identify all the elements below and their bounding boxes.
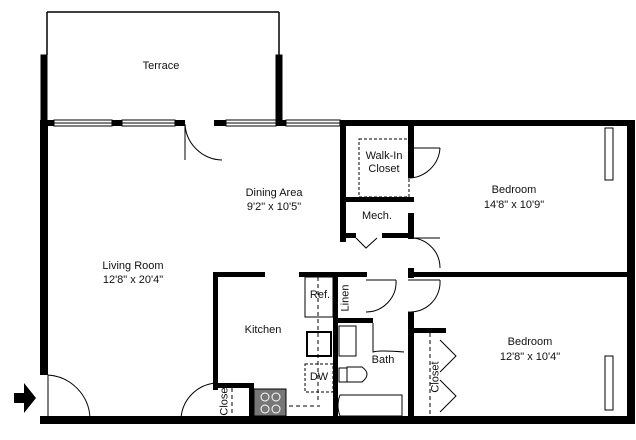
bath-label: Bath: [371, 354, 395, 366]
living-label: Living Room: [102, 260, 164, 272]
mech-label: Mech.: [362, 210, 392, 222]
bedroom2-label: Bedroom: [507, 336, 553, 348]
kitchen-label: Kitchen: [244, 324, 282, 336]
living-size: 12'8" x 20'4": [102, 274, 164, 286]
linen-label: Linen: [339, 284, 352, 312]
walls: [40, 120, 635, 424]
closet-bedroom2-label: Closet: [429, 361, 442, 393]
bedroom1-size: 14'8" x 10'9": [483, 199, 545, 211]
walkin-label-1: Walk-In: [365, 150, 403, 162]
entry-arrow-icon: [14, 383, 36, 413]
doors: [47, 123, 457, 420]
terrace-label: Terrace: [142, 60, 180, 72]
dw-label: DW: [309, 371, 329, 383]
dining-label: Dining Area: [245, 187, 303, 199]
fixtures: [231, 138, 431, 417]
ref-label: Ref.: [309, 289, 331, 301]
bedroom2-size: 12'8" x 10'4": [499, 351, 561, 363]
windows: [53, 119, 614, 411]
walkin-label-2: Closet: [368, 163, 400, 175]
bedroom1-label: Bedroom: [491, 184, 537, 196]
closet-entry-label: Closet: [218, 384, 231, 416]
dining-size: 9'2" x 10'5": [246, 201, 302, 213]
